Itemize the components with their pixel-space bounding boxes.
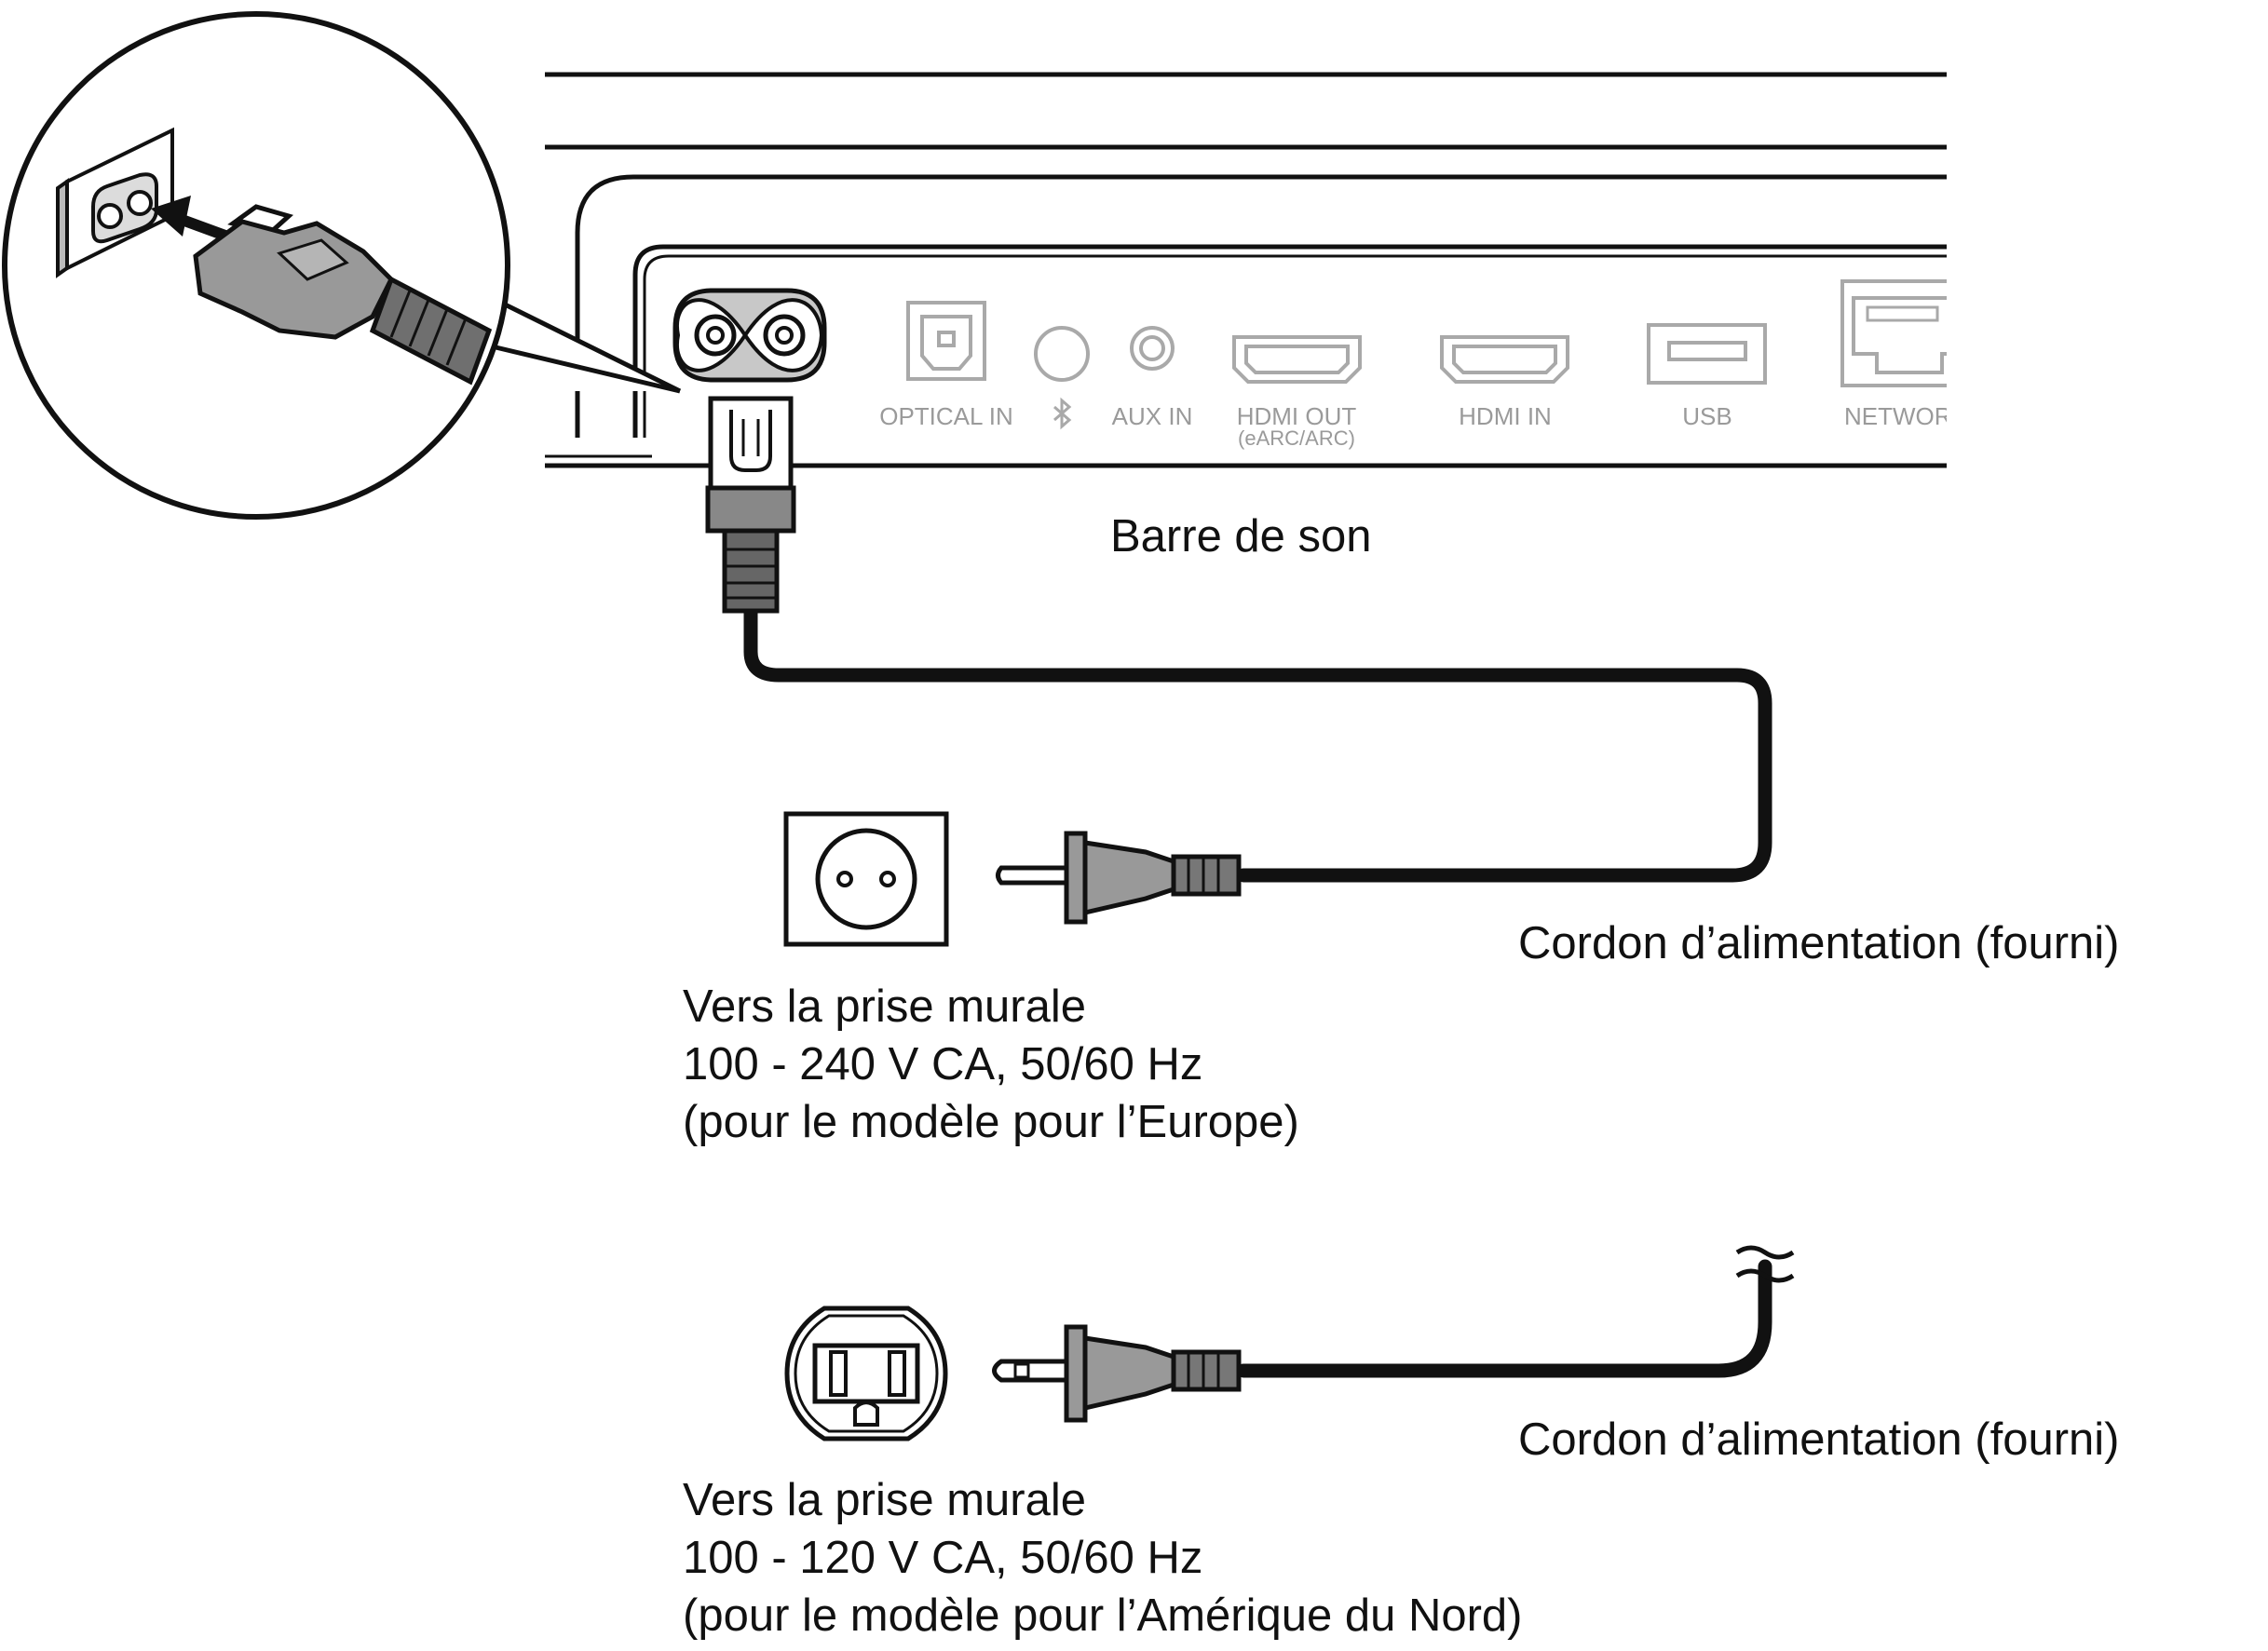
zoom-callout bbox=[2, 11, 682, 520]
port-label-aux: AUX IN bbox=[1112, 402, 1193, 430]
us-plug-icon bbox=[992, 1324, 1242, 1423]
eu-cord-label: Cordon d’alimentation (fourni) bbox=[1518, 918, 2120, 968]
eu-plug-icon bbox=[996, 831, 1242, 925]
main-power-cord bbox=[743, 598, 1772, 883]
zoomed-inlet-icon bbox=[56, 127, 174, 278]
port-label-hdmi-in: HDMI IN bbox=[1459, 402, 1552, 430]
soundbar-label: Barre de son bbox=[1110, 511, 1372, 562]
us-wall-outlet-icon bbox=[784, 1306, 948, 1441]
na-outlet-line1: Vers la prise murale bbox=[683, 1475, 1087, 1525]
na-outlet-line3: (pour le modèle pour l’Amérique du Nord) bbox=[683, 1590, 1523, 1641]
optical-port-icon bbox=[906, 301, 986, 381]
port-label-hdmi-out-sub: (eARC/ARC) bbox=[1238, 426, 1355, 450]
zoomed-plug-icon bbox=[193, 204, 493, 386]
port-label-hdmi-out: HDMI OUT bbox=[1237, 402, 1357, 430]
eu-outlet-line1: Vers la prise murale bbox=[683, 981, 1087, 1032]
aux-jack-icon bbox=[1130, 326, 1175, 371]
bluetooth-jack-icon bbox=[1034, 326, 1090, 382]
eu-wall-outlet-icon bbox=[783, 811, 949, 947]
port-label-usb: USB bbox=[1682, 402, 1732, 430]
cord-break-icon bbox=[1735, 1245, 1795, 1283]
na-cord-label: Cordon d’alimentation (fourni) bbox=[1518, 1414, 2120, 1465]
power-inlet-icon bbox=[672, 288, 827, 383]
na-outlet-line2: 100 - 120 V CA, 50/60 Hz bbox=[683, 1533, 1203, 1583]
network-port-icon bbox=[1840, 279, 1947, 387]
usb-port-icon bbox=[1647, 323, 1767, 385]
eu-outlet-caption: Vers la prise murale 100 - 240 V CA, 50/… bbox=[683, 978, 1299, 1151]
eu-outlet-line2: 100 - 240 V CA, 50/60 Hz bbox=[683, 1039, 1203, 1089]
bluetooth-icon bbox=[1053, 397, 1072, 430]
eu-outlet-line3: (pour le modèle pour l’Europe) bbox=[683, 1097, 1299, 1147]
na-power-cord bbox=[1236, 1259, 1772, 1378]
hdmi-out-port-icon bbox=[1232, 335, 1362, 384]
hdmi-in-port-icon bbox=[1440, 335, 1569, 384]
iec-connector-icon bbox=[705, 396, 796, 614]
na-outlet-caption: Vers la prise murale 100 - 120 V CA, 50/… bbox=[683, 1471, 1523, 1644]
port-label-network: NETWORK bbox=[1844, 402, 1969, 430]
port-label-optical: OPTICAL IN bbox=[879, 402, 1013, 430]
